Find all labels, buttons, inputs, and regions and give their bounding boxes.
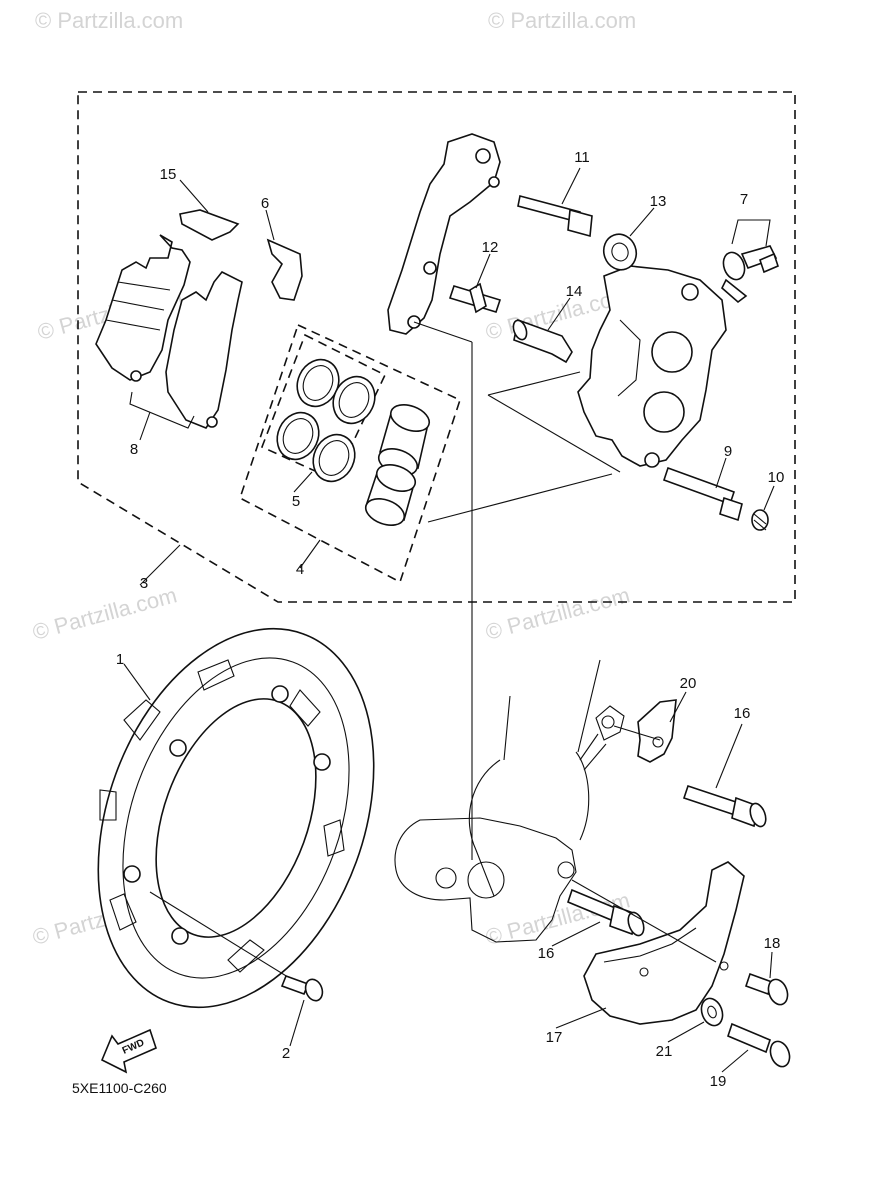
callout-16-lower: 16 xyxy=(538,945,555,962)
plug xyxy=(751,509,769,531)
bolt-18 xyxy=(744,972,789,1006)
collar xyxy=(700,997,724,1027)
caliper-assembly-boundary xyxy=(77,91,796,603)
callout-18: 18 xyxy=(764,935,781,952)
fwd-arrow-icon: FWD xyxy=(100,1028,157,1074)
watermark: © Partzilla.com xyxy=(35,8,183,33)
callout-21: 21 xyxy=(656,1043,673,1060)
bolt-16-upper xyxy=(682,784,767,828)
caliper-bolt xyxy=(662,466,743,522)
disc-guard xyxy=(571,861,745,1025)
brake-disc xyxy=(97,627,375,1009)
hose-holder xyxy=(613,699,677,763)
leader-lines xyxy=(123,167,775,1073)
callout-14: 14 xyxy=(566,283,583,300)
piston-seals xyxy=(276,358,376,483)
callout-9: 9 xyxy=(724,443,732,460)
callout-6: 6 xyxy=(261,195,269,212)
watermark: © Partzilla.com xyxy=(483,582,633,645)
callout-4: 4 xyxy=(296,561,304,578)
callout-7: 7 xyxy=(740,191,748,208)
callout-2: 2 xyxy=(282,1045,290,1062)
callout-11: 11 xyxy=(574,149,590,166)
caliper-bracket xyxy=(387,133,501,860)
callout-19: 19 xyxy=(710,1073,727,1090)
callout-3: 3 xyxy=(140,575,148,592)
callout-1: 1 xyxy=(116,651,124,668)
watermark: © Partzilla.com xyxy=(30,582,180,645)
pad-pin xyxy=(517,195,593,238)
callout-20: 20 xyxy=(680,675,697,692)
callout-8: 8 xyxy=(130,441,138,458)
watermark: © Partzilla.com xyxy=(488,8,636,33)
callouts: 15 6 8 3 4 5 11 13 7 12 14 9 10 1 2 20 1… xyxy=(116,149,785,1090)
callout-16-upper: 16 xyxy=(734,705,751,722)
bleed-screw xyxy=(721,219,779,304)
callout-12: 12 xyxy=(482,239,499,256)
disc-bolt xyxy=(280,974,324,1002)
callout-13: 13 xyxy=(650,193,667,210)
front-fork xyxy=(394,659,625,943)
pad-spring xyxy=(179,209,240,241)
pistons xyxy=(364,404,613,526)
caliper-pin-12 xyxy=(448,282,502,314)
caliper-pin-14 xyxy=(512,318,573,364)
diagram-code: 5XE1100-C260 xyxy=(72,1080,167,1096)
callout-15: 15 xyxy=(160,166,177,183)
callout-10: 10 xyxy=(768,469,785,486)
bolt-19 xyxy=(727,1022,791,1068)
boot xyxy=(602,233,638,271)
callout-17: 17 xyxy=(546,1029,563,1046)
callout-5: 5 xyxy=(292,493,300,510)
caliper-body xyxy=(487,265,727,473)
brake-pads xyxy=(95,234,243,429)
pad-support-clip xyxy=(266,238,303,301)
